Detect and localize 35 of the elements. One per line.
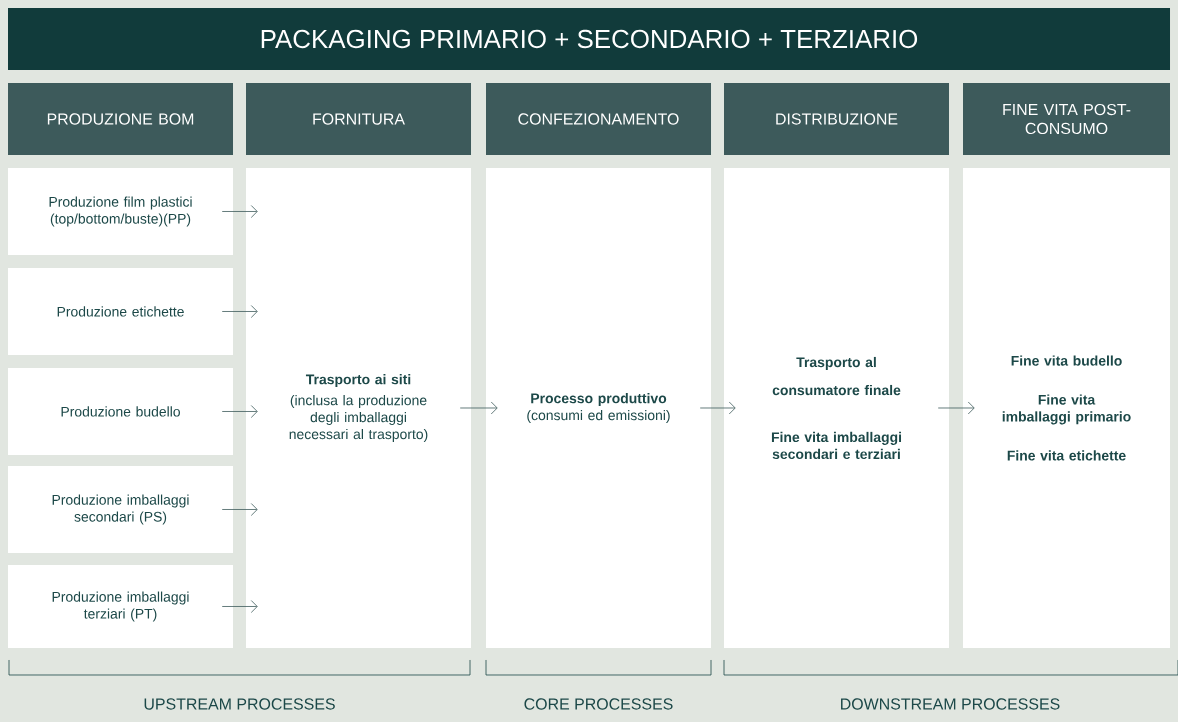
process-box: Produzione film plastici (top/bottom/buste)(PP) bbox=[8, 168, 233, 255]
bold-text: Trasporto ai siti bbox=[305, 374, 411, 388]
arrow bbox=[221, 205, 258, 218]
process-box: Produzione imballaggi terziari (PT) bbox=[8, 565, 233, 648]
process-box: Produzione imballaggi secondari (PS) bbox=[8, 466, 233, 553]
arrow bbox=[221, 305, 258, 318]
phase-label: CORE PROCESSES bbox=[524, 698, 673, 710]
note-text: (consumi ed emissioni) bbox=[527, 409, 670, 423]
column-header: PRODUZIONE BOM bbox=[8, 83, 233, 155]
arrow bbox=[937, 401, 975, 415]
column-header: DISTRIBUZIONE bbox=[724, 83, 949, 155]
bold-text: Trasporto al consumatore finale bbox=[772, 356, 901, 396]
arrow bbox=[221, 405, 258, 418]
arrow bbox=[221, 503, 258, 516]
bold-text: Fine vita imballaggi primario bbox=[1002, 394, 1131, 425]
bold-text: Fine vita budello bbox=[1011, 355, 1122, 366]
bold-text: Fine vita imballaggi secondari e terziari bbox=[771, 431, 901, 460]
process-column bbox=[486, 168, 711, 648]
process-column bbox=[963, 168, 1170, 648]
arrow bbox=[699, 401, 736, 415]
column-header: FINE VITA POST-CONSUMO bbox=[963, 83, 1170, 155]
process-box: Produzione etichette bbox=[8, 268, 233, 355]
column-header: FORNITURA bbox=[246, 83, 471, 155]
process-column bbox=[246, 168, 471, 648]
phase-label: UPSTREAM PROCESSES bbox=[144, 698, 335, 710]
phase-label: DOWNSTREAM PROCESSES bbox=[841, 698, 1060, 710]
arrow bbox=[459, 401, 498, 415]
process-column bbox=[724, 168, 949, 648]
bold-text: Fine vita etichette bbox=[1007, 450, 1126, 461]
note-text: (inclusa la produzione degli imballaggi necessari al trasporto) bbox=[289, 395, 428, 442]
column-header: CONFEZIONAMENTO bbox=[486, 83, 711, 155]
bold-text: Processo produttivo bbox=[531, 393, 667, 407]
title-banner: PACKAGING PRIMARIO + SECONDARIO + TERZIARIO bbox=[8, 8, 1170, 70]
process-box: Produzione budello bbox=[8, 368, 233, 455]
arrow bbox=[221, 600, 258, 613]
